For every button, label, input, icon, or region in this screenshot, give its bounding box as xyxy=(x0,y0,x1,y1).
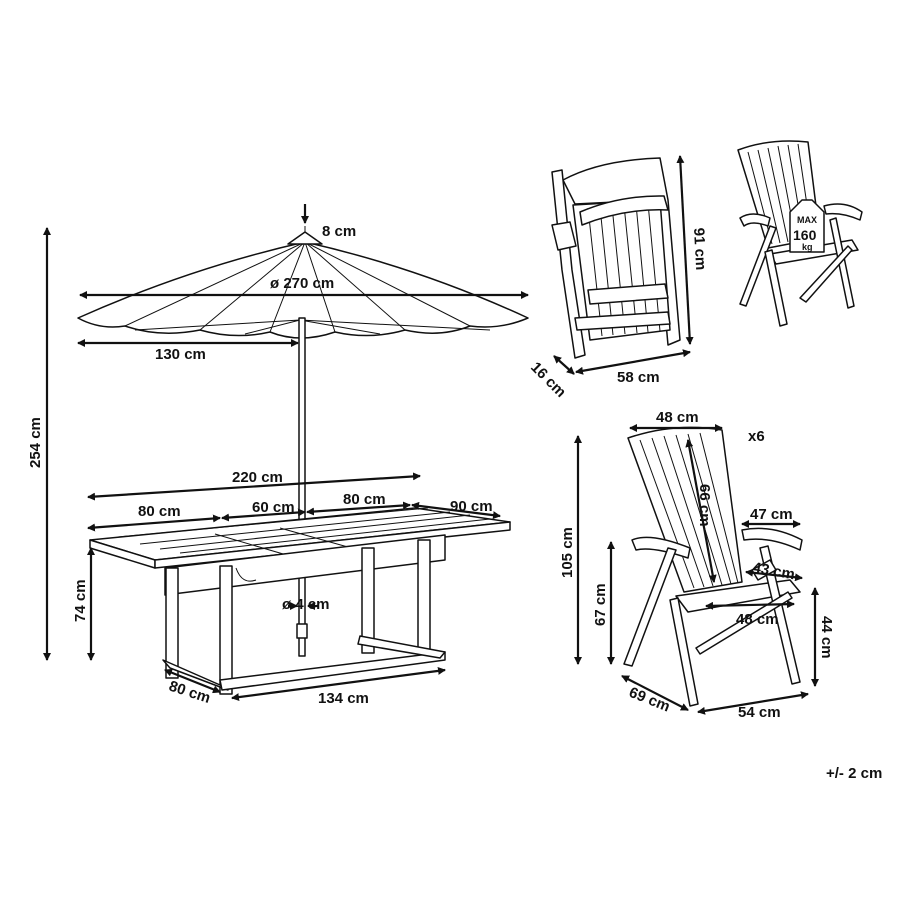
folded-chair-height-label: 91 cm xyxy=(690,227,709,270)
tolerance-note: +/- 2 cm xyxy=(826,765,882,782)
chair-armrest-length-label: 47 cm xyxy=(750,506,793,523)
table-edge-right-label: 90 cm xyxy=(450,498,493,515)
umbrella-diameter-label: ø 270 cm xyxy=(270,275,334,292)
chair-seat-height-label: 44 cm xyxy=(818,616,835,659)
chair-quantity-label: x6 xyxy=(748,428,765,445)
chair-total-height-label: 105 cm xyxy=(559,527,576,578)
umbrella-total-height-label: 254 cm xyxy=(27,417,44,468)
chair-depth-label: 69 cm xyxy=(627,684,673,716)
folded-chair-drawing xyxy=(551,157,681,359)
table-height-label: 74 cm xyxy=(72,579,89,622)
folded-chair-width-label: 58 cm xyxy=(617,369,660,386)
umbrella-radius-label: 130 cm xyxy=(155,346,206,363)
umbrella-dimensions: 8 cm ø 270 cm 130 cm 254 cm xyxy=(27,204,529,661)
table-section-left-label: 80 cm xyxy=(138,503,181,520)
chair-width-label: 54 cm xyxy=(738,704,781,721)
chair-back-width-label: 48 cm xyxy=(656,409,699,426)
table-extended-length-label: 220 cm xyxy=(232,469,283,486)
load-max-label: MAX xyxy=(797,215,817,225)
load-max-value: 160 xyxy=(793,227,817,243)
chair-seat-width-label: 48 cm xyxy=(736,611,779,628)
table-base-length-label: 134 cm xyxy=(318,690,369,707)
table-section-right-label: 80 cm xyxy=(343,491,386,508)
load-rating-badge: MAX 160 kg xyxy=(789,199,825,253)
umbrella-pole-diameter-label: ø 4 cm xyxy=(282,596,330,613)
table-dimensions: 220 cm 80 cm 60 cm 80 cm 90 cm 74 cm ø 4… xyxy=(72,469,501,707)
chair-armrest-height-label: 67 cm xyxy=(592,583,609,626)
table-section-middle-label: 60 cm xyxy=(252,499,295,516)
load-max-unit: kg xyxy=(802,242,813,252)
chair-backrest-height-label: 66 cm xyxy=(696,484,713,527)
umbrella-top-height-label: 8 cm xyxy=(322,223,356,240)
